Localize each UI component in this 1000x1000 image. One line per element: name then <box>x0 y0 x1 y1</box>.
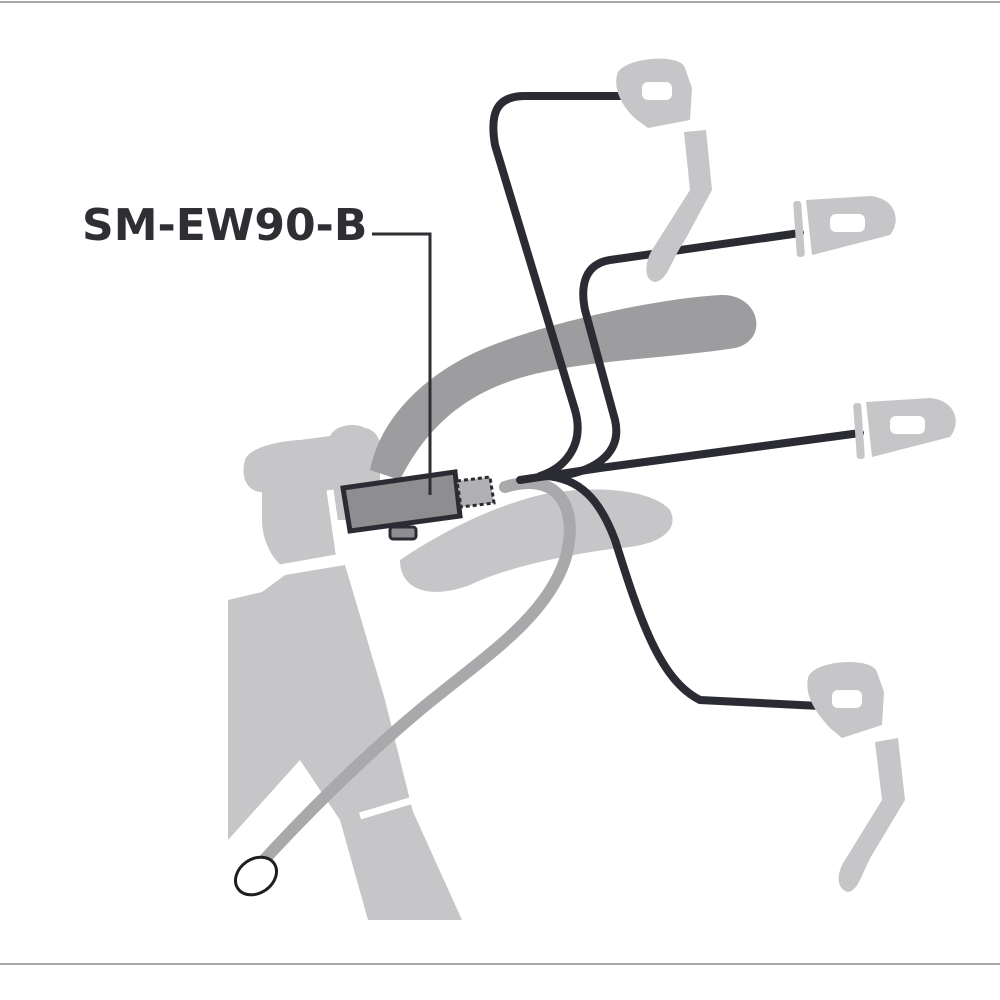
satellite-switch-lower <box>853 398 956 460</box>
frame-separators <box>279 489 422 820</box>
shifter-top-left <box>616 58 712 282</box>
top-divider <box>0 1 1000 3</box>
internal-cable <box>249 477 576 876</box>
callout-label: SM-EW90-B <box>82 200 368 251</box>
bottom-divider <box>0 963 1000 965</box>
bike-frame <box>228 424 462 920</box>
electric-wires <box>489 92 864 710</box>
frame-port <box>234 855 278 897</box>
callout-leader-line <box>372 232 432 495</box>
satellite-switch-upper <box>793 196 896 258</box>
shifter-bottom-right <box>807 661 905 892</box>
